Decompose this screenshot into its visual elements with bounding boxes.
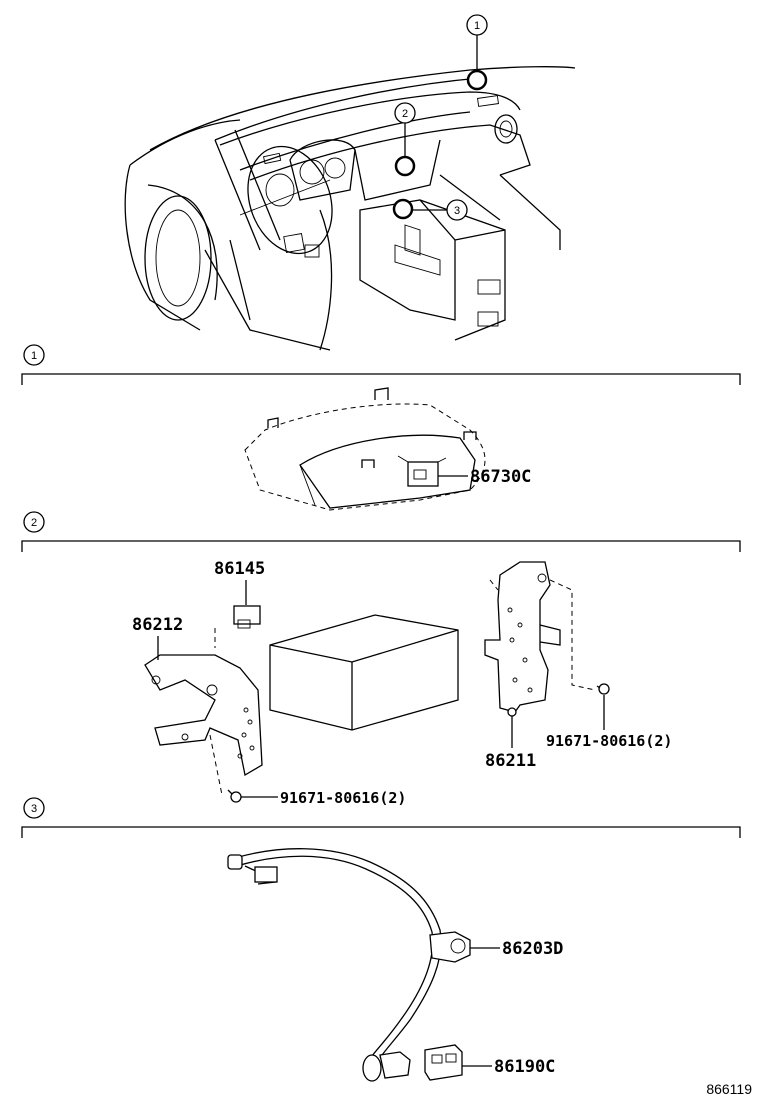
section-3-header: 3 bbox=[21, 797, 741, 838]
svg-text:86212: 86212 bbox=[132, 615, 183, 635]
part-91671-80616-left: 91671-80616(2) bbox=[227, 789, 406, 807]
svg-text:91671-80616(2): 91671-80616(2) bbox=[546, 732, 672, 750]
part-86190c: 86190C bbox=[424, 1044, 555, 1081]
overview-callout-1: 1 bbox=[466, 14, 488, 91]
svg-text:86203D: 86203D bbox=[502, 939, 563, 959]
overview-callout-3: 3 bbox=[392, 198, 468, 221]
part-86203d: 86203D bbox=[470, 939, 563, 959]
svg-text:1: 1 bbox=[31, 350, 37, 362]
left-bracket-illustration bbox=[144, 628, 263, 796]
diagram-reference-number: 866119 bbox=[706, 1081, 752, 1097]
part-91671-80616-right: 91671-80616(2) bbox=[546, 683, 672, 750]
overview-callout-2: 2 bbox=[394, 102, 416, 177]
wire-harness-illustration bbox=[227, 848, 471, 1082]
car-interior-illustration bbox=[124, 66, 576, 351]
svg-text:3: 3 bbox=[454, 205, 460, 217]
svg-text:86190C: 86190C bbox=[494, 1057, 555, 1077]
part-86211: 86211 bbox=[485, 707, 536, 771]
section-2-header: 2 bbox=[21, 511, 741, 552]
right-bracket-illustration bbox=[484, 561, 596, 713]
section-1-header: 1 bbox=[21, 344, 741, 385]
overhead-console-illustration bbox=[244, 387, 486, 511]
svg-text:2: 2 bbox=[402, 108, 408, 120]
part-86145: 86145 bbox=[214, 559, 265, 629]
svg-text:2: 2 bbox=[31, 517, 37, 529]
svg-text:1: 1 bbox=[474, 20, 480, 32]
part-86212: 86212 bbox=[132, 615, 183, 660]
svg-text:86145: 86145 bbox=[214, 559, 265, 579]
svg-text:3: 3 bbox=[31, 803, 37, 815]
module-box-illustration bbox=[269, 614, 459, 731]
svg-text:86730C: 86730C bbox=[470, 467, 531, 487]
svg-text:86211: 86211 bbox=[485, 751, 536, 771]
svg-text:91671-80616(2): 91671-80616(2) bbox=[280, 789, 406, 807]
part-86730c: 86730C bbox=[438, 467, 531, 487]
